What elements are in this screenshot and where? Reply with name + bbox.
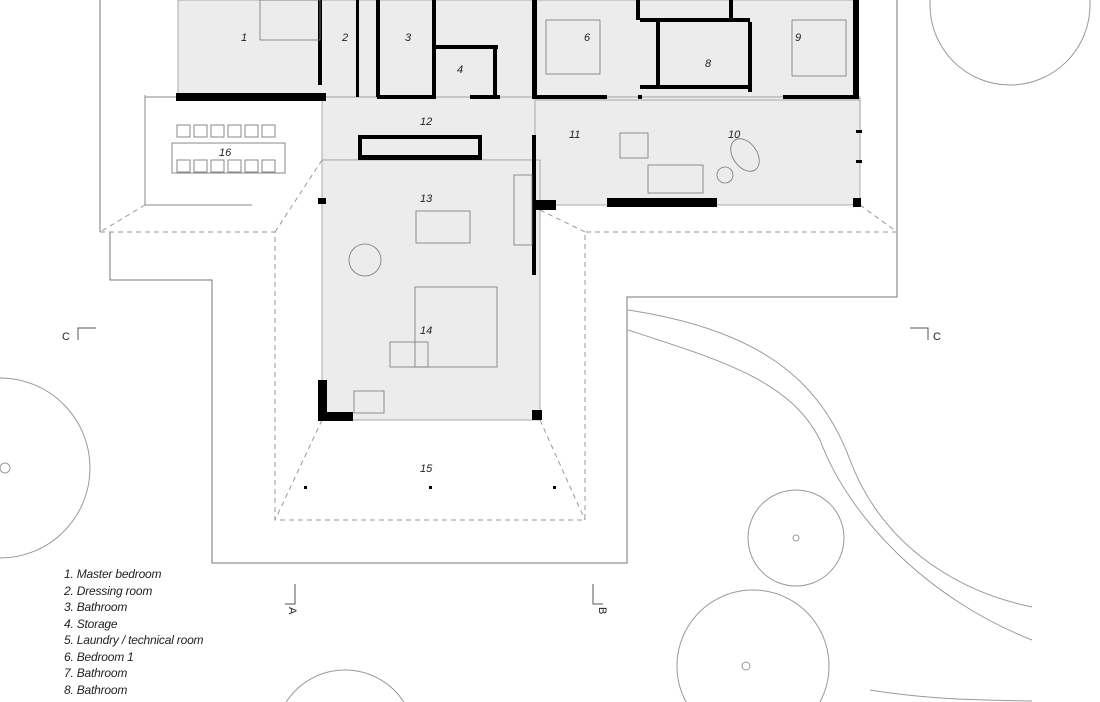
tree-trunk (0, 462, 11, 474)
room-label-10: 10 (728, 129, 741, 141)
legend-item: 3. Bathroom (64, 600, 128, 614)
dining-table (348, 243, 382, 277)
fireplace (353, 390, 385, 414)
room-label-12: 12 (420, 116, 432, 128)
room-legend: 1. Master bedroom 2. Dressing room 3. Ba… (64, 566, 204, 698)
terrace (144, 95, 286, 206)
bed (791, 19, 847, 77)
roof-lines (99, 159, 898, 521)
room-label-3: 3 (405, 32, 412, 44)
section-lines (77, 327, 929, 605)
room-label-8: 8 (705, 58, 712, 70)
sofa (414, 286, 498, 368)
tree (0, 377, 91, 559)
room-label-4: 4 (457, 64, 463, 76)
site-outline (99, 0, 898, 564)
legend-item: 4. Storage (64, 616, 118, 631)
path-curve (627, 329, 1033, 641)
cabinet (513, 174, 533, 246)
legend-item: 1. Master bedroom (64, 567, 162, 581)
bed (259, 0, 321, 41)
legend-item: 5. Laundry / technical room (64, 633, 204, 647)
chairs (176, 124, 276, 173)
terrace-table (171, 142, 286, 174)
room-label-14: 14 (420, 325, 432, 337)
legend-item: 8. Bathroom (64, 682, 128, 697)
interior (177, 0, 861, 421)
tree-trunk (792, 534, 800, 542)
section-marker-b: B (596, 607, 608, 614)
room-label-2: 2 (341, 32, 348, 44)
room-label-9: 9 (795, 32, 801, 44)
furniture (259, 0, 847, 414)
tree (747, 489, 845, 587)
section-marker-c-left: C (62, 331, 70, 343)
lounge-chair (730, 138, 760, 172)
room-label-1: 1 (241, 32, 247, 44)
section-marker-a: A (286, 607, 298, 615)
armchair (619, 132, 649, 159)
section-marker-c-right: C (933, 331, 941, 343)
room-label-16: 16 (219, 147, 232, 159)
legend-item: 6. Bedroom 1 (64, 649, 134, 664)
path-curve (627, 309, 1033, 608)
porch (304, 486, 556, 489)
tree-trunk (741, 661, 751, 671)
coffee-table (389, 341, 429, 368)
room-label-13: 13 (420, 193, 433, 205)
legend-item: 2. Dressing room (64, 583, 153, 598)
path-curve (869, 689, 1033, 702)
room-label-6: 6 (584, 32, 591, 44)
legend-item: 7. Bathroom (64, 666, 128, 680)
kitchen-island (415, 210, 471, 244)
walls (176, 0, 862, 421)
tree (929, 0, 1091, 86)
room-label-11: 11 (569, 129, 580, 141)
sofa (647, 164, 704, 194)
bed (545, 19, 601, 75)
side-table (716, 166, 734, 184)
room-label-15: 15 (420, 463, 433, 475)
tree (285, 669, 405, 702)
tree (676, 589, 830, 702)
